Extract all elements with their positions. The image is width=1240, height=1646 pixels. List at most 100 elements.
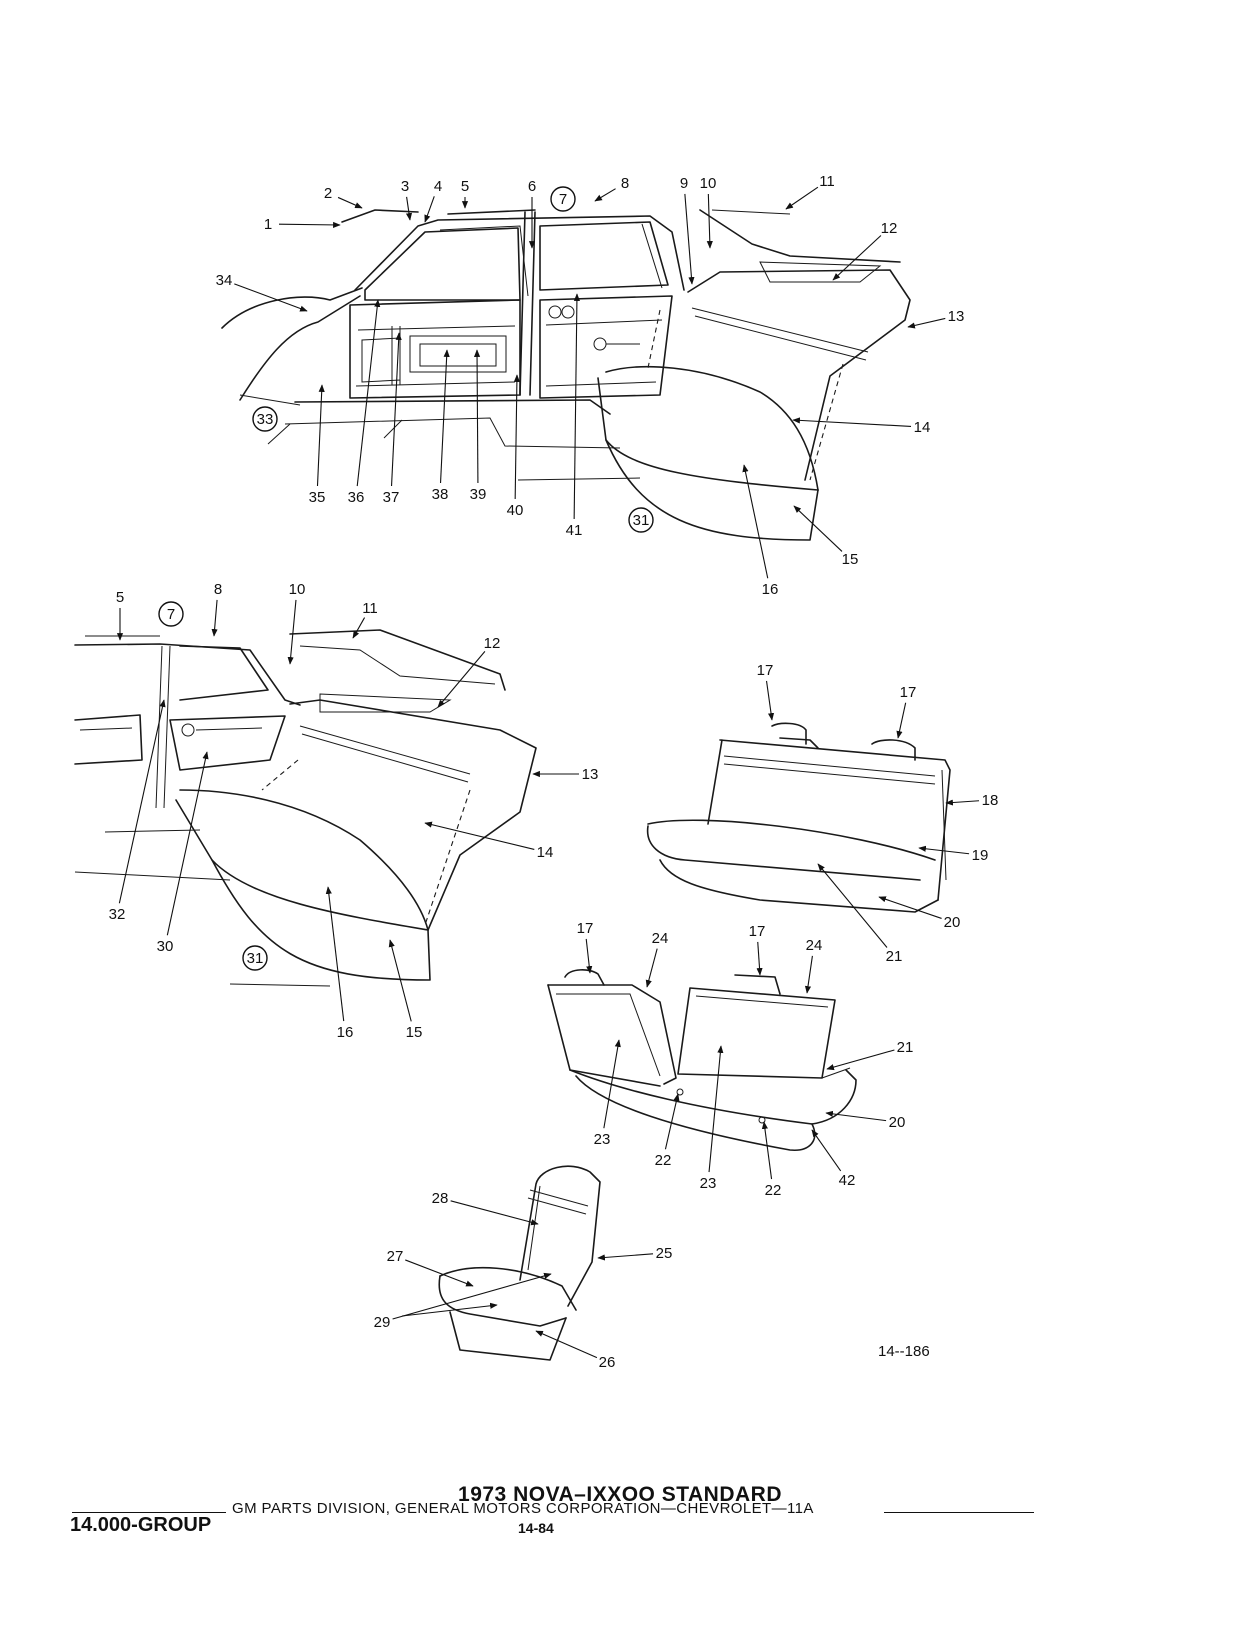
circled-ref-k7a: 7 xyxy=(550,186,576,212)
callout-leader-c20b xyxy=(825,1110,887,1122)
circled-ref-ring-k7a xyxy=(550,186,576,212)
callout-label-c18: 18 xyxy=(982,792,999,809)
page-title: 1973 NOVA–IXXOO STANDARD xyxy=(458,1483,782,1506)
footer-rule-left xyxy=(72,1512,226,1513)
interior-view-coupe xyxy=(74,629,537,987)
circled-ref-k33: 33 xyxy=(252,406,278,432)
callout-leader-c36 xyxy=(356,299,381,487)
callout-label-c38: 38 xyxy=(432,486,449,503)
callout-leader-c9 xyxy=(684,193,695,285)
callout-label-c12a: 12 xyxy=(881,220,898,237)
callout-leader-c39 xyxy=(473,349,481,484)
callout-leader-c18 xyxy=(945,799,980,806)
callout-leader-c40 xyxy=(513,374,520,500)
callout-leader-c23a xyxy=(603,1039,621,1129)
callout-label-c20b: 20 xyxy=(889,1114,906,1131)
callout-label-c11a: 11 xyxy=(819,173,835,190)
circled-ref-k7b: 7 xyxy=(158,601,184,627)
callout-label-c22a: 22 xyxy=(655,1152,672,1169)
callout-leader-c29 xyxy=(392,1272,552,1320)
page-number: 14-84 xyxy=(518,1520,554,1536)
callout-label-c22b: 22 xyxy=(765,1182,782,1199)
callout-leader-c10a xyxy=(706,193,713,249)
callout-label-c15a: 15 xyxy=(842,551,859,568)
callout-leader-c21a xyxy=(817,863,888,948)
circled-ref-ring-k7b xyxy=(158,601,184,627)
interior-view-sedan xyxy=(221,209,911,541)
split-bench-seat xyxy=(547,969,857,1151)
callout-leader-c37 xyxy=(390,332,402,487)
callout-leader-c22a xyxy=(664,1093,680,1150)
callout-label-c5b: 5 xyxy=(116,589,124,606)
bucket-seat xyxy=(438,1165,601,1361)
callout-leader-c24b xyxy=(804,955,813,994)
callout-label-c35: 35 xyxy=(309,489,326,506)
callout-leader-c12a xyxy=(832,235,882,281)
callout-label-c1: 1 xyxy=(264,216,272,233)
group-number: 14.000-GROUP xyxy=(70,1514,212,1536)
callout-label-c13a: 13 xyxy=(948,308,965,325)
callout-leader-c14b xyxy=(424,821,535,850)
callout-leader-c30 xyxy=(166,751,209,936)
callout-label-c23a: 23 xyxy=(594,1131,611,1148)
callout-label-c10a: 10 xyxy=(700,175,717,192)
circled-ref-ring-k31b xyxy=(242,945,268,971)
callout-label-c21b: 21 xyxy=(897,1039,914,1056)
callout-leader-c35 xyxy=(316,384,325,487)
callout-label-c6a: 6 xyxy=(528,178,536,195)
callout-leader-c25 xyxy=(597,1253,654,1261)
callout-label-c30: 30 xyxy=(157,938,174,955)
callout-leader-c24a xyxy=(645,948,658,988)
bench-seat xyxy=(646,722,951,913)
callout-label-c12b: 12 xyxy=(484,635,501,652)
footer-rule-right xyxy=(884,1512,1034,1513)
callout-label-c11b: 11 xyxy=(362,600,378,617)
callout-leader-c4 xyxy=(424,196,435,223)
callout-label-c29: 29 xyxy=(374,1314,391,1331)
callout-label-c14a: 14 xyxy=(914,419,931,436)
circled-ref-k31a: 31 xyxy=(628,507,654,533)
callout-label-c37: 37 xyxy=(383,489,400,506)
callout-leader-c28 xyxy=(450,1200,539,1226)
callout-leader-c41 xyxy=(573,293,580,520)
callout-label-c26: 26 xyxy=(599,1354,616,1371)
callout-leader-c34 xyxy=(234,283,308,312)
callout-label-c17c: 17 xyxy=(577,920,594,937)
callout-leader-c16a xyxy=(742,464,769,579)
callout-label-c39: 39 xyxy=(470,486,487,503)
callout-leader-c29b xyxy=(401,1302,498,1317)
circled-ref-label-k31a: 31 xyxy=(633,512,650,529)
callout-label-c8b: 8 xyxy=(214,581,222,598)
callout-label-c42: 42 xyxy=(839,1172,856,1189)
callout-label-c14b: 14 xyxy=(537,844,554,861)
callout-label-c27: 27 xyxy=(387,1248,404,1265)
callout-label-c20a: 20 xyxy=(944,914,961,931)
callout-leader-c21b xyxy=(826,1049,895,1071)
callout-label-c17a: 17 xyxy=(757,662,774,679)
callout-leader-c1 xyxy=(278,221,341,228)
circled-ref-label-k7b: 7 xyxy=(167,606,175,623)
callout-label-c17b: 17 xyxy=(900,684,917,701)
circled-ref-ring-k31a xyxy=(628,507,654,533)
callout-leader-c15b xyxy=(388,939,412,1022)
callout-leader-c23b xyxy=(708,1045,724,1173)
callout-label-c15b: 15 xyxy=(406,1024,423,1041)
callout-label-c16b: 16 xyxy=(337,1024,354,1041)
callout-label-c17d: 17 xyxy=(749,923,766,940)
callout-leader-c32 xyxy=(118,699,166,904)
callout-label-c41: 41 xyxy=(566,522,583,539)
callout-leader-c17d xyxy=(756,941,763,976)
circled-ref-label-k7a: 7 xyxy=(559,191,567,208)
callout-leader-c17b xyxy=(896,702,907,739)
callout-leader-c17c xyxy=(585,938,593,974)
callout-label-c4: 4 xyxy=(434,178,442,195)
callout-leader-c11a xyxy=(785,186,819,210)
callout-leader-c13a xyxy=(907,317,946,329)
callout-label-c16a: 16 xyxy=(762,581,779,598)
callout-label-c9: 9 xyxy=(680,175,688,192)
callout-leader-c12b xyxy=(437,651,486,708)
callout-leader-c20a xyxy=(878,896,942,919)
